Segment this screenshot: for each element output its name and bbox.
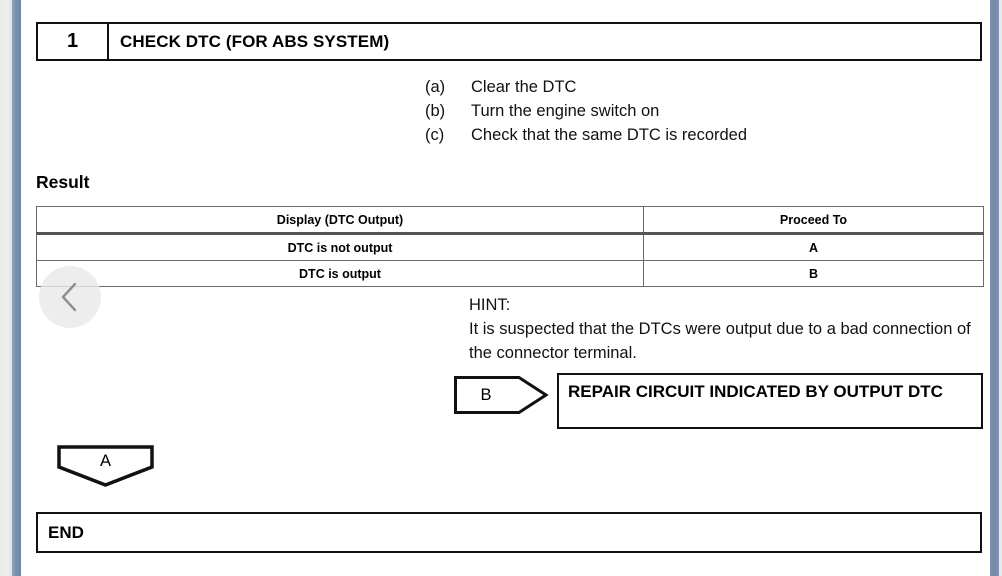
step-title: CHECK DTC (FOR ABS SYSTEM) [120,31,390,51]
cell-proceed: B [643,260,984,287]
connector-pentagon-down-icon [57,445,154,487]
chevron-left-icon [61,282,77,312]
hint-block: HINT: It is suspected that the DTCs were… [469,293,989,365]
procedure-text: Turn the engine switch on [471,102,660,120]
step-number: 1 [38,24,109,59]
connector-b-label: B [480,385,492,404]
procedure-item-a: (a) Clear the DTC [425,75,985,99]
document-page: 1 CHECK DTC (FOR ABS SYSTEM) (a) Clear t… [21,0,990,576]
viewer-right-rail [990,0,999,576]
connector-arrow-right-icon [454,376,549,414]
hint-body: It is suspected that the DTCs were outpu… [469,320,971,362]
procedure-item-b: (b) Turn the engine switch on [425,99,985,123]
procedure-text: Clear the DTC [471,78,577,96]
step-header: 1 CHECK DTC (FOR ABS SYSTEM) [36,22,982,61]
result-table: Display (DTC Output) Proceed To DTC is n… [36,206,984,287]
procedure-marker: (a) [425,78,446,96]
connector-a: A [57,445,154,487]
cell-proceed: A [643,233,984,261]
viewer-left-margin [0,0,12,576]
procedure-text: Check that the same DTC is recorded [471,126,748,144]
end-box: END [36,512,982,553]
procedure-list: (a) Clear the DTC (b) Turn the engine sw… [425,75,985,147]
column-header-display: Display (DTC Output) [36,206,644,235]
table-row: DTC is not output A [36,233,984,261]
previous-page-button[interactable] [39,266,101,328]
procedure-item-c: (c) Check that the same DTC is recorded [425,123,985,147]
cell-display: DTC is not output [36,233,644,261]
connector-b: B [453,375,549,415]
table-header-row: Display (DTC Output) Proceed To [36,206,984,235]
result-heading: Result [36,172,90,192]
viewer-right-margin [999,0,1002,576]
procedure-marker: (b) [425,102,446,120]
viewer-left-rail [12,0,21,576]
hint-title: HINT: [469,296,511,314]
connector-a-label: A [99,451,111,470]
procedure-marker: (c) [425,126,445,144]
repair-instruction-box: REPAIR CIRCUIT INDICATED BY OUTPUT DTC [557,373,983,429]
cell-display: DTC is output [36,260,644,287]
column-header-proceed: Proceed To [643,206,984,235]
table-row: DTC is output B [36,260,984,287]
